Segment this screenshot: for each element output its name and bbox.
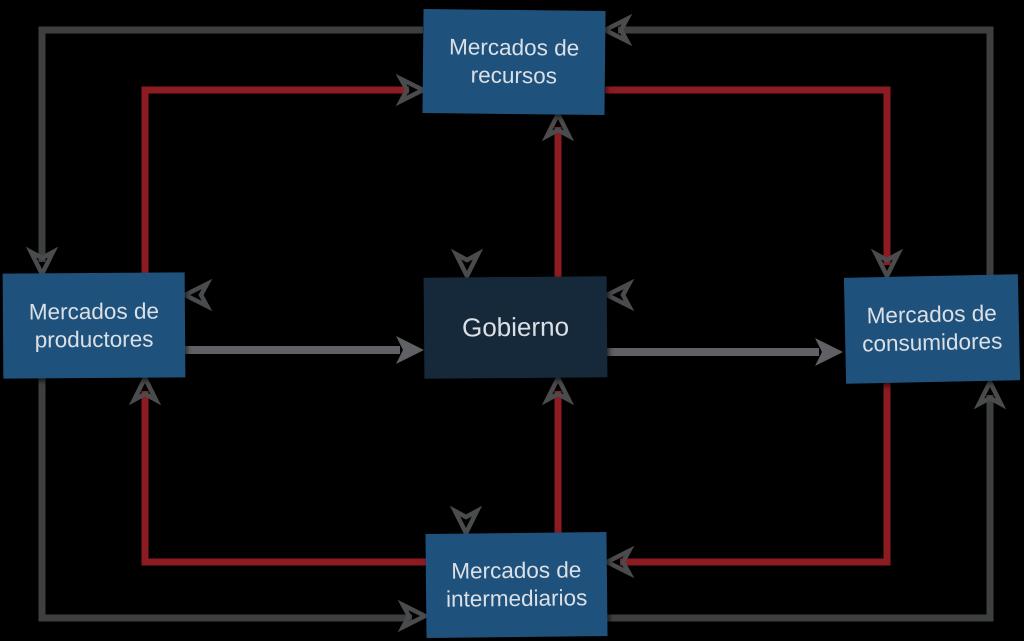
edge-intermediarios-to-consumidores bbox=[607, 395, 994, 622]
arrowhead-into-productores-right bbox=[185, 284, 207, 306]
edge-productores-to-recursos bbox=[141, 86, 409, 275]
node-gobierno: Gobierno bbox=[423, 276, 608, 379]
arrowhead-into-gobierno-top bbox=[456, 254, 478, 276]
edge-productores-to-intermediarios bbox=[38, 378, 412, 622]
node-label: Gobierno bbox=[461, 311, 570, 343]
node-label: Mercados de intermediarios bbox=[445, 557, 588, 612]
node-label: Mercados de productores bbox=[28, 298, 160, 352]
arrowhead-into-intermediarios-top bbox=[455, 511, 477, 533]
edge-intermediarios-to-productores bbox=[141, 391, 426, 566]
edge-recursos-to-consumidores bbox=[605, 86, 891, 265]
node-label: Mercados de recursos bbox=[448, 34, 580, 89]
node-mercados-de-productores: Mercados de productores bbox=[2, 272, 186, 379]
node-mercados-de-recursos: Mercados de recursos bbox=[422, 9, 606, 115]
arrowhead-gobierno-to-consumidores bbox=[815, 338, 843, 366]
edge-recursos-to-productores bbox=[38, 26, 423, 262]
arrowhead-productores-to-gobierno bbox=[396, 336, 424, 364]
node-mercados-de-consumidores: Mercados de consumidores bbox=[843, 274, 1021, 384]
edge-consumidores-to-intermediarios bbox=[620, 382, 891, 566]
node-mercados-de-intermediarios: Mercados de intermediarios bbox=[425, 532, 608, 638]
node-label: Mercados de consumidores bbox=[861, 300, 1003, 357]
arrowhead-into-gobierno-right bbox=[607, 284, 629, 306]
edge-consumidores-to-recursos bbox=[618, 26, 994, 278]
